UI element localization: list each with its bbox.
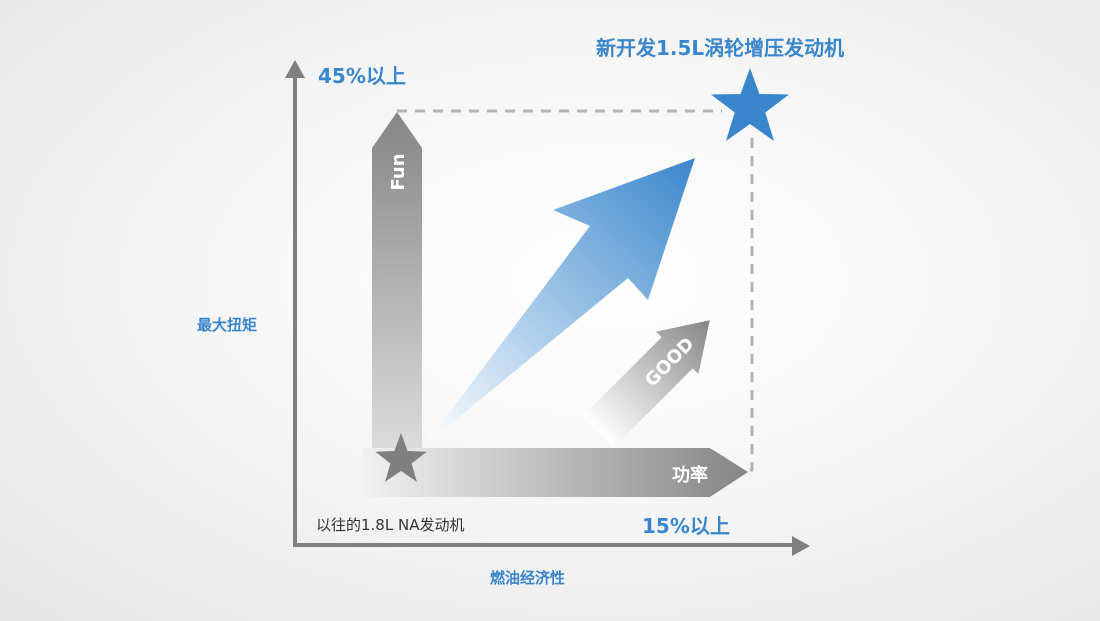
fun-arrow: Fun	[372, 112, 422, 450]
diagram-title: 新开发1.5L涡轮增压发动机	[596, 36, 844, 60]
good-arrow: GOOD	[582, 320, 710, 448]
x-axis-value: 15%以上	[642, 514, 730, 538]
dashed-guide	[740, 138, 754, 472]
fun-label: Fun	[388, 153, 409, 190]
x-axis	[293, 536, 810, 556]
new-engine-star-icon	[711, 68, 789, 141]
power-arrow: 功率	[362, 448, 748, 497]
improvement-arrow	[425, 158, 695, 445]
x-axis-arrowhead-icon	[792, 536, 810, 556]
x-axis-label: 燃油经济性	[490, 569, 565, 587]
baseline-label: 以往的1.8L NA发动机	[316, 516, 464, 534]
old-engine-star-icon	[375, 433, 427, 482]
power-label: 功率	[672, 464, 708, 486]
y-axis-value: 45%以上	[318, 64, 406, 88]
y-axis	[285, 60, 305, 546]
y-axis-arrowhead-icon	[285, 60, 305, 78]
y-axis-label: 最大扭矩	[197, 316, 257, 334]
